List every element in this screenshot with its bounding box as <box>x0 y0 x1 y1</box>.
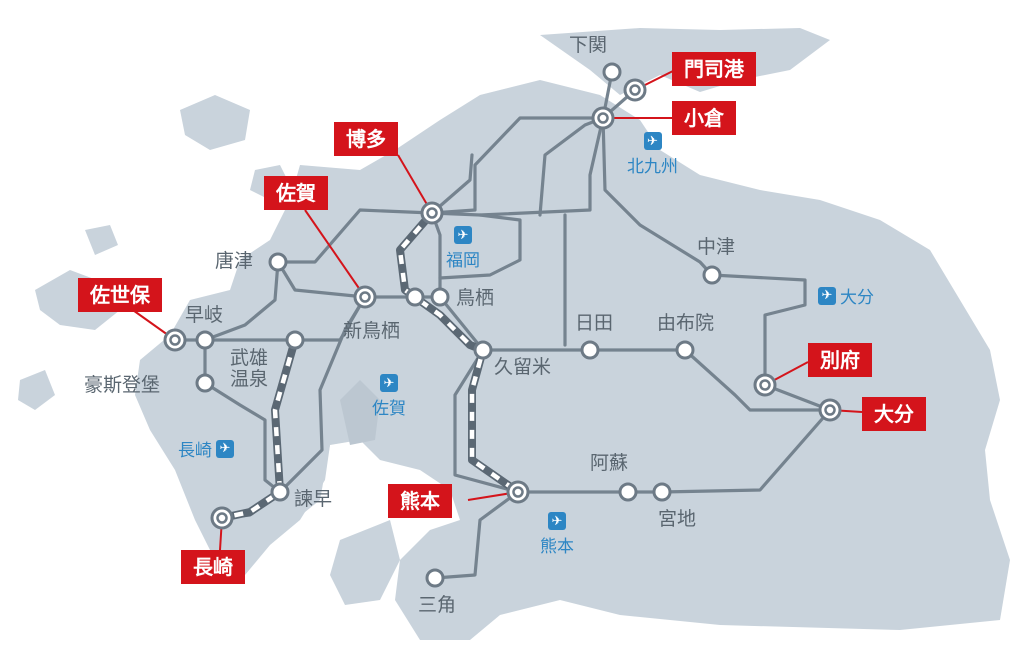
route-kurume-hita <box>438 295 687 352</box>
label-misumi: 三角 <box>418 594 457 616</box>
station-aso[interactable] <box>618 482 638 502</box>
stations <box>163 62 842 588</box>
route-misumi <box>433 490 520 580</box>
island-amakusa <box>330 520 400 605</box>
label-shimonoseki: 下関 <box>569 34 608 56</box>
station-tosu[interactable] <box>430 287 450 307</box>
major-hakata[interactable] <box>420 201 444 225</box>
kyushu-shinkansen-dash <box>397 211 520 494</box>
tag-nagasaki[interactable]: 長崎 <box>181 550 245 584</box>
route-yufuin-oita <box>683 348 832 412</box>
route-karatsu-saga <box>276 260 367 299</box>
label-isahaya: 諫早 <box>294 488 333 510</box>
station-tosu-sub[interactable] <box>405 287 425 307</box>
label-shintosu: 新鳥栖 <box>343 320 401 342</box>
nishi-kyushu-shinkansen-dash <box>221 339 298 521</box>
airport-kumamoto: ✈ 熊本 <box>540 512 574 557</box>
airplane-icon: ✈ <box>216 439 234 458</box>
major-mojiko[interactable] <box>623 78 647 102</box>
station-hita[interactable] <box>580 340 600 360</box>
station-kurume[interactable] <box>473 340 493 360</box>
tag-sasebo[interactable]: 佐世保 <box>78 278 162 312</box>
major-sasebo[interactable] <box>163 328 187 352</box>
island-north <box>180 95 250 150</box>
label-aso: 阿蘇 <box>590 452 629 474</box>
station-takeo[interactable] <box>285 330 305 350</box>
airplane-icon: ✈ <box>454 226 472 244</box>
airport-fukuoka-label: 福岡 <box>446 251 480 271</box>
airport-fukuoka: ✈ 福岡 <box>446 226 480 271</box>
major-kokura[interactable] <box>591 106 615 130</box>
major-nagasaki[interactable] <box>210 506 234 530</box>
inland-sea <box>340 380 380 445</box>
label-haiki: 豪斯登堡 <box>84 374 161 396</box>
airport-kumamoto-label: 熊本 <box>540 537 574 557</box>
airplane-icon: ✈ <box>548 512 566 530</box>
kyushu-mainland <box>135 80 1010 640</box>
label-iki: 早岐 <box>185 304 224 326</box>
route-kokura-hakata <box>430 116 605 215</box>
station-nakatsu[interactable] <box>702 265 722 285</box>
station-misumi[interactable] <box>425 568 445 588</box>
label-hita: 日田 <box>575 312 614 334</box>
airplane-icon: ✈ <box>818 286 836 305</box>
station-iki[interactable] <box>195 330 215 350</box>
tag-beppu[interactable]: 別府 <box>808 343 872 377</box>
airplane-icon: ✈ <box>380 374 398 392</box>
airport-kitakyushu: ✈ 北九州 <box>627 132 678 177</box>
airplane-icon: ✈ <box>643 132 662 150</box>
tag-kumamoto[interactable]: 熊本 <box>388 484 452 518</box>
island-small-nw <box>85 225 118 255</box>
label-kurume: 久留米 <box>494 356 552 378</box>
route-nippo <box>601 116 832 412</box>
station-isahaya[interactable] <box>270 482 290 502</box>
station-karatsu[interactable] <box>268 252 288 272</box>
label-karatsu: 唐津 <box>215 250 254 272</box>
route-karatsu-hakata <box>276 208 434 264</box>
tag-hakata[interactable]: 博多 <box>334 122 398 156</box>
label-takeo: 武雄温泉 <box>230 347 269 390</box>
airport-oita-label: 大分 <box>840 288 874 308</box>
airport-oita: ✈ 大分 <box>818 283 874 308</box>
island-goto <box>18 370 55 410</box>
airport-nagasaki-label: 長崎 <box>178 441 212 461</box>
route-nagasaki-main <box>278 295 367 494</box>
tag-kokura[interactable]: 小倉 <box>672 101 736 135</box>
station-haiki[interactable] <box>195 373 215 393</box>
label-tosu: 鳥栖 <box>456 287 495 309</box>
major-shintosu[interactable] <box>353 285 377 309</box>
major-beppu[interactable] <box>753 373 777 397</box>
route-karatsu-iki <box>203 260 280 342</box>
tag-saga[interactable]: 佐賀 <box>264 176 328 210</box>
ariake-shore <box>280 445 330 520</box>
route-hakata-north <box>430 153 474 215</box>
land <box>18 28 1010 640</box>
airport-saga: ✈ 佐賀 <box>372 374 406 419</box>
label-nakatsu: 中津 <box>697 236 736 258</box>
major-oita[interactable] <box>818 398 842 422</box>
label-miyaji: 宮地 <box>658 508 697 530</box>
route-kagoshima-line <box>453 348 520 494</box>
airport-saga-label: 佐賀 <box>372 399 406 419</box>
airport-nagasaki: 長崎 ✈ <box>178 436 234 461</box>
route-sasayama <box>430 211 522 280</box>
tag-mojiko[interactable]: 門司港 <box>672 52 756 86</box>
station-miyaji[interactable] <box>652 482 672 502</box>
tag-oita[interactable]: 大分 <box>862 397 926 431</box>
station-shimonoseki[interactable] <box>602 62 622 82</box>
label-yufuin: 由布院 <box>657 312 715 334</box>
station-yufuin[interactable] <box>675 340 695 360</box>
airport-kitakyushu-label: 北九州 <box>627 157 678 177</box>
connector-saga <box>304 209 366 298</box>
major-kumamoto[interactable] <box>506 480 530 504</box>
route-kokura-inland-2 <box>478 116 605 217</box>
